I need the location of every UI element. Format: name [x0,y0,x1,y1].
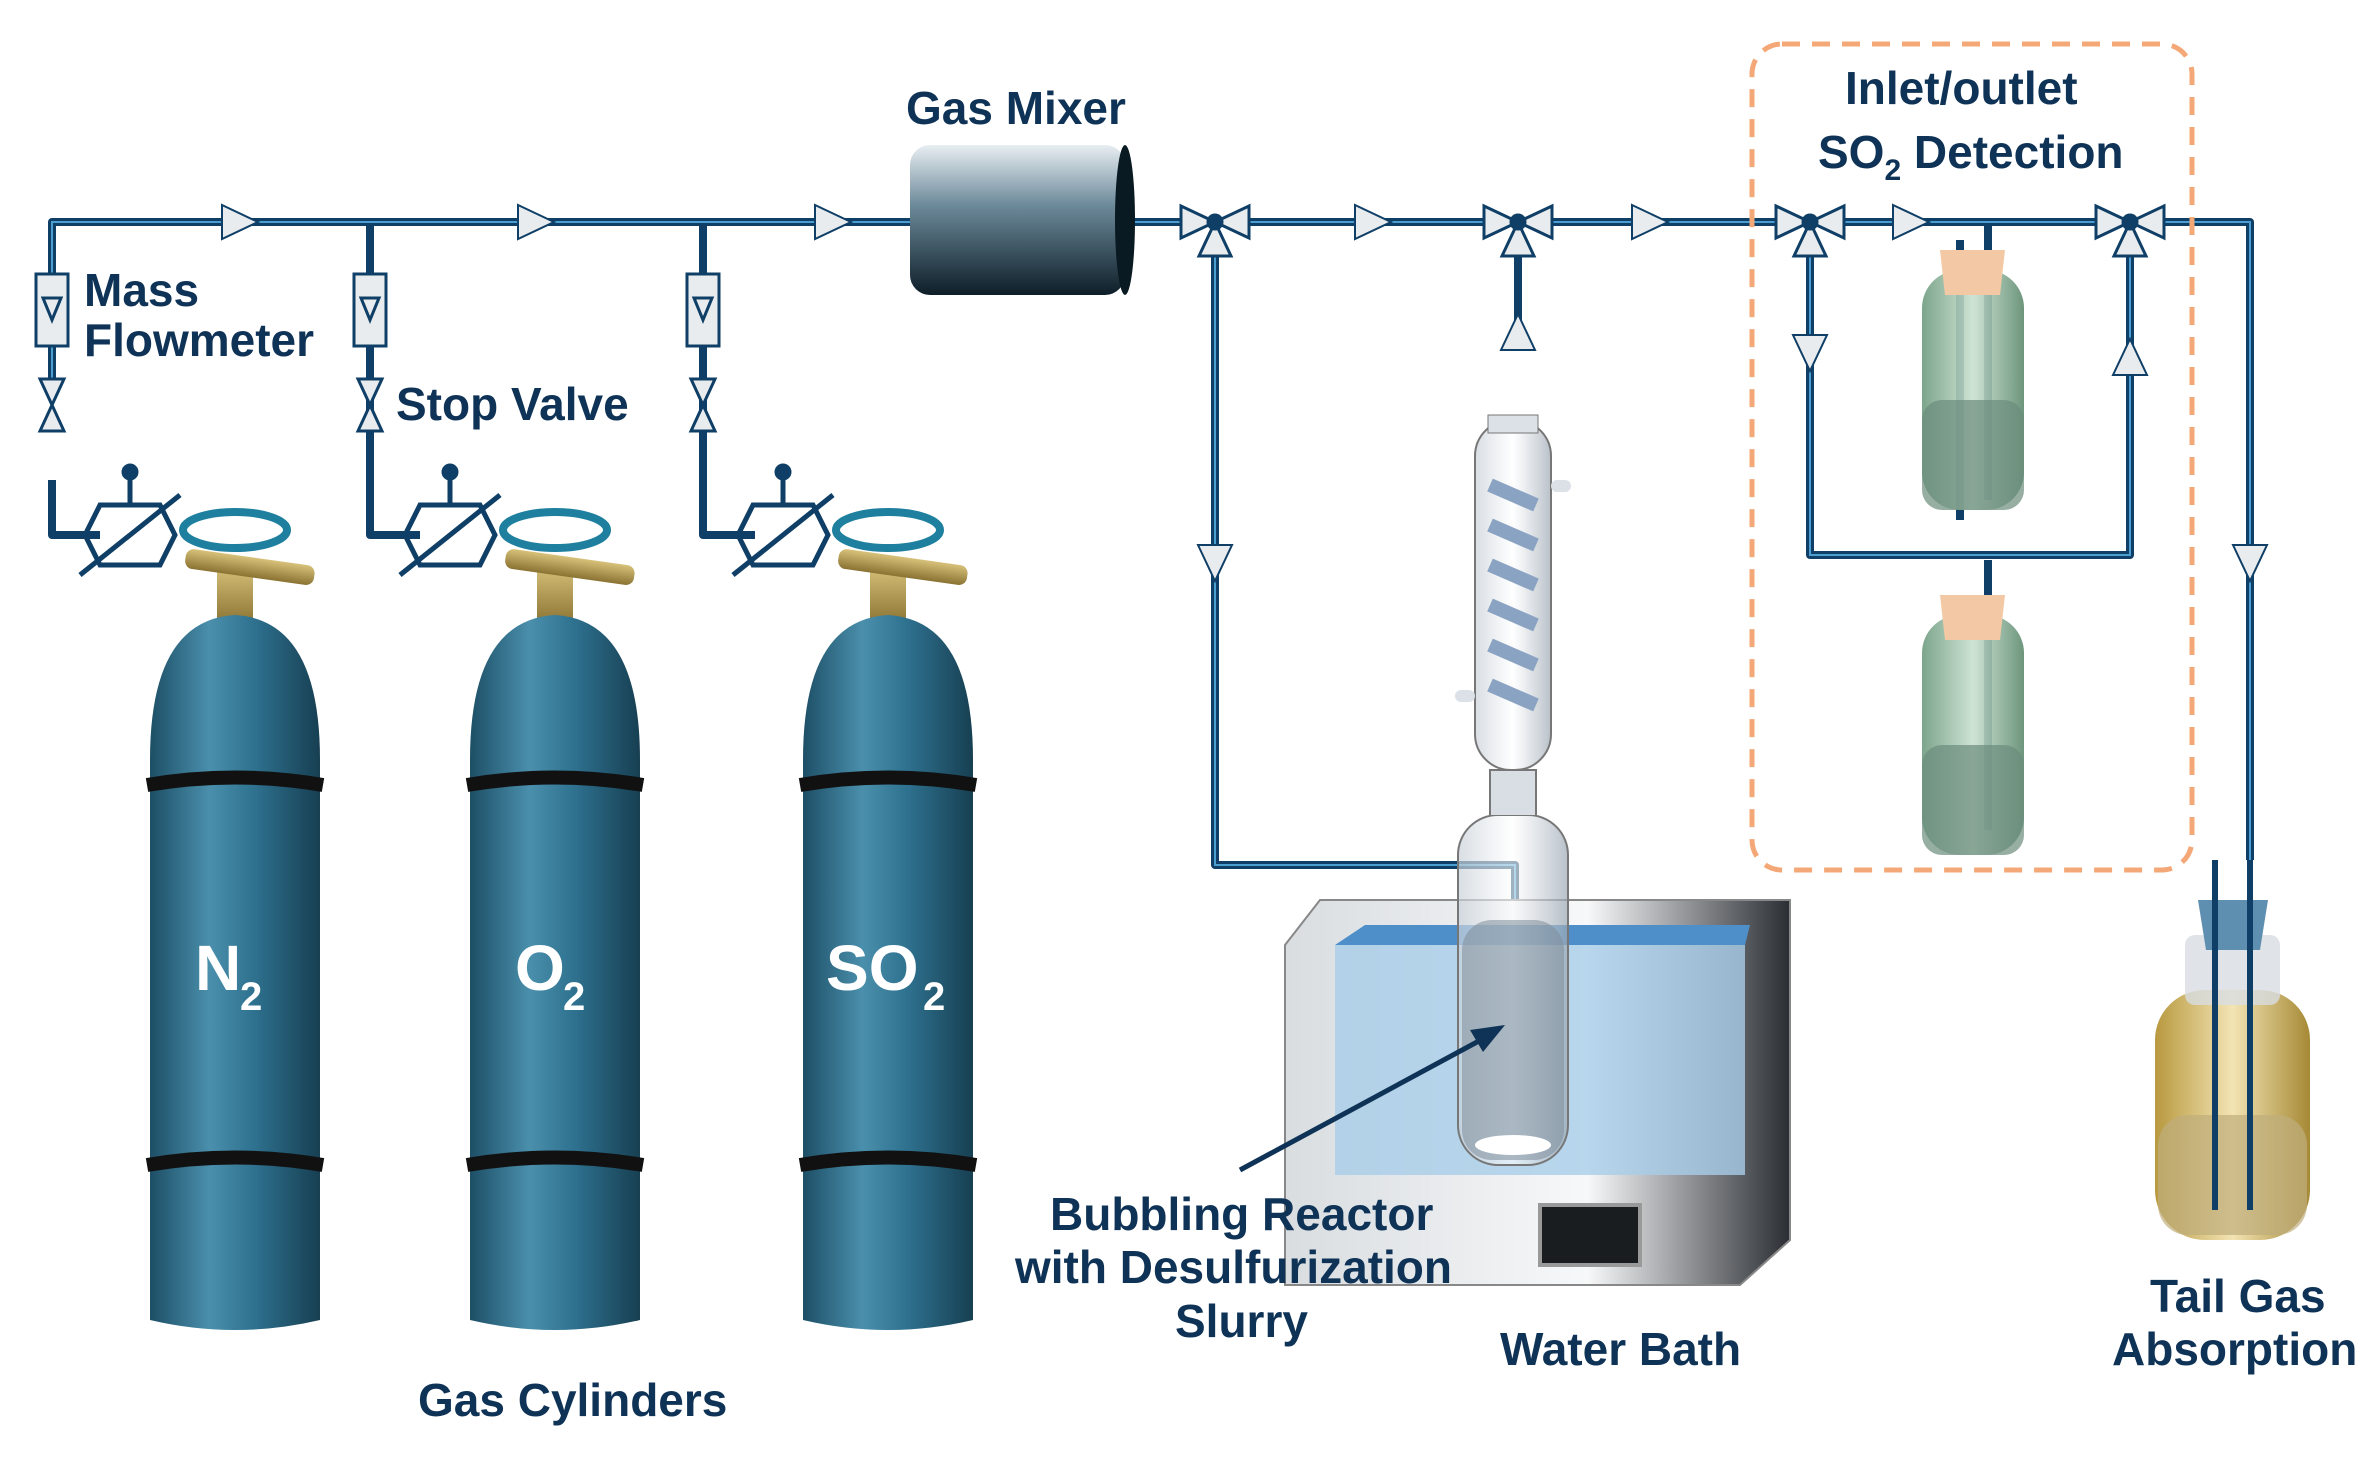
gas-cylinders: N 2 O 2 SO 2 [145,508,978,1330]
tail-gas-label-line1: Tail Gas [2150,1270,2326,1322]
three-way-valve-icon [1774,203,1846,258]
gas-cylinder-o2: O 2 [465,508,645,1330]
mass-flowmeter-icon [352,272,388,348]
pressure-regulator-icon [370,463,502,577]
flow-arrow-icon [517,203,557,241]
detection-label-line1: Inlet/outlet [1845,62,2078,114]
detection-label-so: SO [1818,126,1884,178]
pipe-network [48,218,2254,1130]
flow-arrow-icon [2111,336,2149,376]
cylinder-subscript-n2: 2 [240,975,262,1019]
bubbling-reactor-label-line3: Slurry [1175,1295,1308,1347]
tail-gas-bottle [2155,860,2310,1240]
cylinder-label-so2: SO [826,932,918,1004]
regulators [50,463,835,577]
mass-flowmeter-label-line1: Mass [84,264,199,316]
bubbling-reactor [1455,414,1571,1166]
absorption-bottle-lower [1922,595,2024,855]
flow-arrow-icon [221,203,261,241]
bubbling-reactor-label-line2: with Desulfurization [1014,1241,1452,1293]
detection-label-line2: SO2 Detection [1818,126,2124,187]
flow-arrow-icon [1196,544,1234,584]
flow-arrow-icon [1791,334,1829,374]
detection-label-rest: Detection [1901,126,2123,178]
gas-cylinder-so2: SO 2 [798,508,978,1330]
absorption-bottle-upper [1922,250,2024,510]
water-bath-label: Water Bath [1500,1323,1741,1375]
cylinder-label-o2: O [515,932,565,1004]
tail-gas-label-line2: Absorption [2112,1323,2357,1375]
mass-flowmeter-label-line2: Flowmeter [84,314,314,366]
reactor-pointer-arrow [1238,1025,1505,1173]
gas-cylinder-n2: N 2 [145,508,325,1330]
gas-mixer-label: Gas Mixer [906,82,1126,134]
mass-flowmeter-icon [34,272,70,348]
flow-arrow-icon [2231,544,2269,584]
stop-valve-icon [688,377,718,433]
flowmeters [34,272,721,433]
cylinder-label-n2: N [195,932,241,1004]
mass-flowmeter-icon [685,272,721,348]
bubbling-reactor-label-line1: Bubbling Reactor [1050,1188,1433,1240]
flow-arrows [221,203,2269,584]
flow-arrow-icon [1631,203,1671,241]
detection-region-box [1749,41,2195,873]
flow-arrow-icon [1499,311,1537,351]
cylinder-subscript-o2: 2 [563,975,585,1019]
flow-arrow-icon [1354,203,1394,241]
three-way-valves [1179,203,2166,258]
stop-valve-icon [37,377,67,433]
cylinder-subscript-so2: 2 [923,975,945,1019]
stop-valve-label: Stop Valve [396,378,629,430]
flow-arrow-icon [1892,203,1932,241]
pressure-regulator-icon [703,463,835,577]
flow-arrow-icon [814,203,854,241]
pressure-regulator-icon [50,463,182,577]
three-way-valve-icon [2094,203,2166,258]
three-way-valve-icon [1179,203,1251,258]
pipe-highlight [51,221,2251,1130]
stop-valve-icon [355,377,385,433]
gas-cylinders-label: Gas Cylinders [418,1374,727,1426]
detection-bottles [1749,41,2195,873]
detection-label-subscript: 2 [1884,154,1901,187]
labels: Gas Mixer Mass Flowmeter Stop Valve Gas … [84,62,2357,1426]
gas-mixer [910,145,1135,295]
three-way-valve-icon [1482,203,1554,258]
